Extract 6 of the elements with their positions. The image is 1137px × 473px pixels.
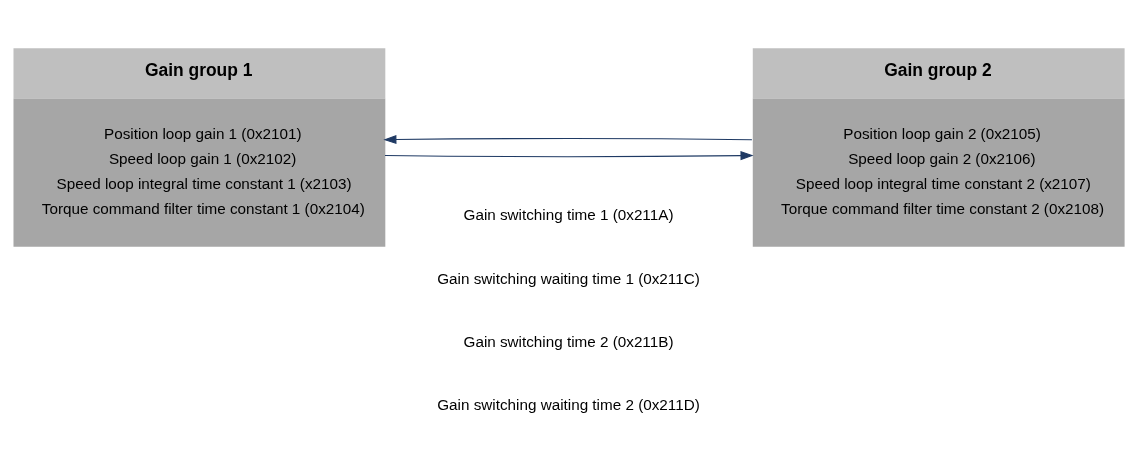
arrow xyxy=(384,150,754,160)
label: Gain switching waiting time 1 (0x211C) xyxy=(437,269,700,287)
label: Gain switching time 1 (0x211A) xyxy=(463,205,674,223)
arrow xyxy=(383,134,753,144)
label: Gain switching time 2 (0x211B) xyxy=(463,332,674,350)
label: Gain switching waiting time 2 (0x211D) xyxy=(437,395,700,413)
